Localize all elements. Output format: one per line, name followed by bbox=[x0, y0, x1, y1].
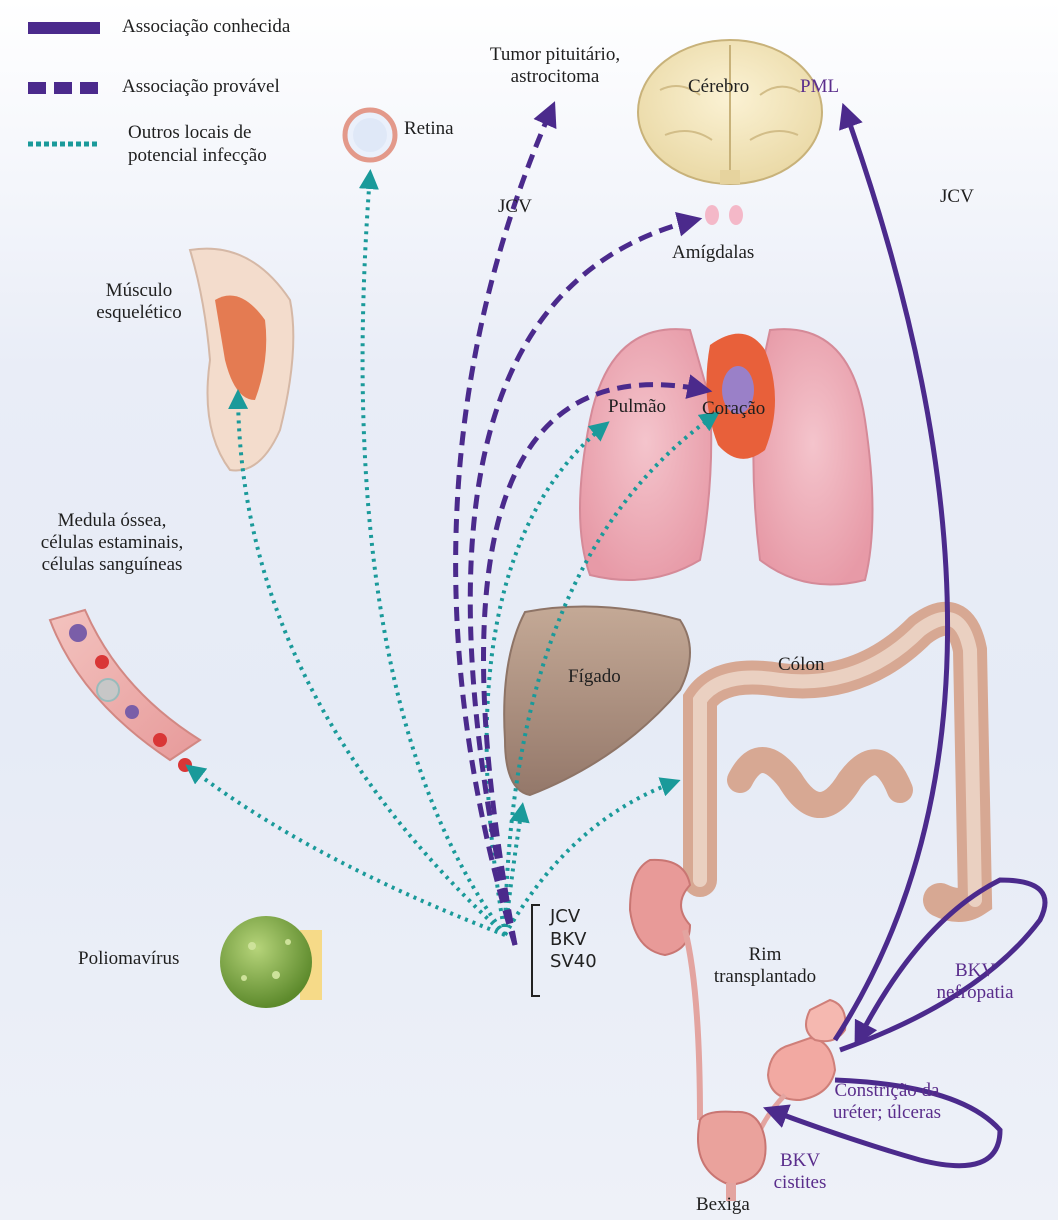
legend-other-line1: Outros locais de bbox=[128, 122, 267, 145]
colon-illustration bbox=[700, 619, 975, 905]
marrow-label-line1: Medula óssea, bbox=[22, 510, 202, 532]
constriction-label: Constrição da uréter; úlceras bbox=[812, 1080, 962, 1124]
muscle-label-line1: Músculo bbox=[84, 280, 194, 302]
tumor-label-line2: astrocitoma bbox=[480, 66, 630, 88]
virus-list: JCV BKV SV40 bbox=[550, 906, 597, 974]
legend-other-line2: potencial infecção bbox=[128, 145, 267, 168]
bladder-illustration bbox=[698, 1112, 766, 1201]
constriction-line1: Constrição da bbox=[812, 1080, 962, 1102]
bkv-cyst-line2: cistites bbox=[760, 1172, 840, 1194]
arrow-to-muscle bbox=[238, 395, 505, 935]
virus-bkv: BKV bbox=[550, 929, 597, 952]
virus-sv40: SV40 bbox=[550, 951, 597, 974]
retina-label: Retina bbox=[404, 118, 454, 140]
tonsils-illustration bbox=[705, 205, 743, 225]
muscle-label: Músculo esquelético bbox=[84, 280, 194, 324]
lung-label: Pulmão bbox=[608, 396, 666, 418]
kidney-label-line2: transplantado bbox=[700, 966, 830, 988]
tonsils-label: Amígdalas bbox=[672, 242, 754, 264]
legend-known-label: Associação conhecida bbox=[122, 16, 290, 39]
liver-illustration bbox=[504, 607, 690, 795]
retina-illustration bbox=[345, 110, 395, 160]
bkv-nephropathy-label: BKV nefropatia bbox=[920, 960, 1030, 1004]
heart-label: Coração bbox=[702, 398, 765, 420]
virus-bracket bbox=[532, 905, 540, 996]
brain-illustration bbox=[638, 40, 822, 184]
native-kidney-illustration bbox=[630, 860, 700, 1120]
arrow-to-retina bbox=[363, 175, 505, 935]
polyomavirus-label: Poliomavírus bbox=[78, 948, 179, 970]
bkv-neph-line2: nefropatia bbox=[920, 982, 1030, 1004]
marrow-label: Medula óssea, células estaminais, célula… bbox=[22, 510, 202, 576]
bladder-label: Bexiga bbox=[696, 1194, 750, 1216]
kidney-label-line1: Rim bbox=[700, 944, 830, 966]
constriction-line2: uréter; úlceras bbox=[812, 1102, 962, 1124]
bkv-neph-line1: BKV bbox=[920, 960, 1030, 982]
colon-label: Cólon bbox=[778, 654, 824, 676]
bkv-cyst-line1: BKV bbox=[760, 1150, 840, 1172]
liver-label: Fígado bbox=[568, 666, 621, 688]
marrow-label-line3: células sanguíneas bbox=[22, 554, 202, 576]
legend-probable-line bbox=[28, 82, 98, 94]
tumor-label-line1: Tumor pituitário, bbox=[480, 44, 630, 66]
jcv-left-label: JCV bbox=[498, 196, 532, 218]
virus-jcv: JCV bbox=[550, 906, 597, 929]
legend-other-label: Outros locais de potencial infecção bbox=[128, 122, 267, 168]
legend-probable-label: Associação provável bbox=[122, 76, 280, 99]
polyomavirus-illustration bbox=[220, 916, 322, 1008]
jcv-right-label: JCV bbox=[940, 186, 974, 208]
arrow-to-tumor bbox=[456, 108, 552, 945]
muscle-label-line2: esquelético bbox=[84, 302, 194, 324]
legend-known-line bbox=[28, 22, 100, 34]
legend-swatches bbox=[28, 22, 100, 144]
arrow-to-tonsils bbox=[470, 220, 695, 945]
blood-vessel-illustration bbox=[50, 610, 200, 772]
bkv-cystitis-label: BKV cistites bbox=[760, 1150, 840, 1194]
brain-label: Cérebro bbox=[688, 76, 749, 98]
transplanted-kidney-label: Rim transplantado bbox=[700, 944, 830, 988]
muscle-illustration bbox=[190, 249, 293, 471]
lungs-illustration bbox=[580, 329, 873, 584]
pml-label: PML bbox=[800, 76, 839, 98]
marrow-label-line2: células estaminais, bbox=[22, 532, 202, 554]
arrow-to-blood bbox=[190, 768, 505, 935]
tumor-label: Tumor pituitário, astrocitoma bbox=[480, 44, 630, 88]
